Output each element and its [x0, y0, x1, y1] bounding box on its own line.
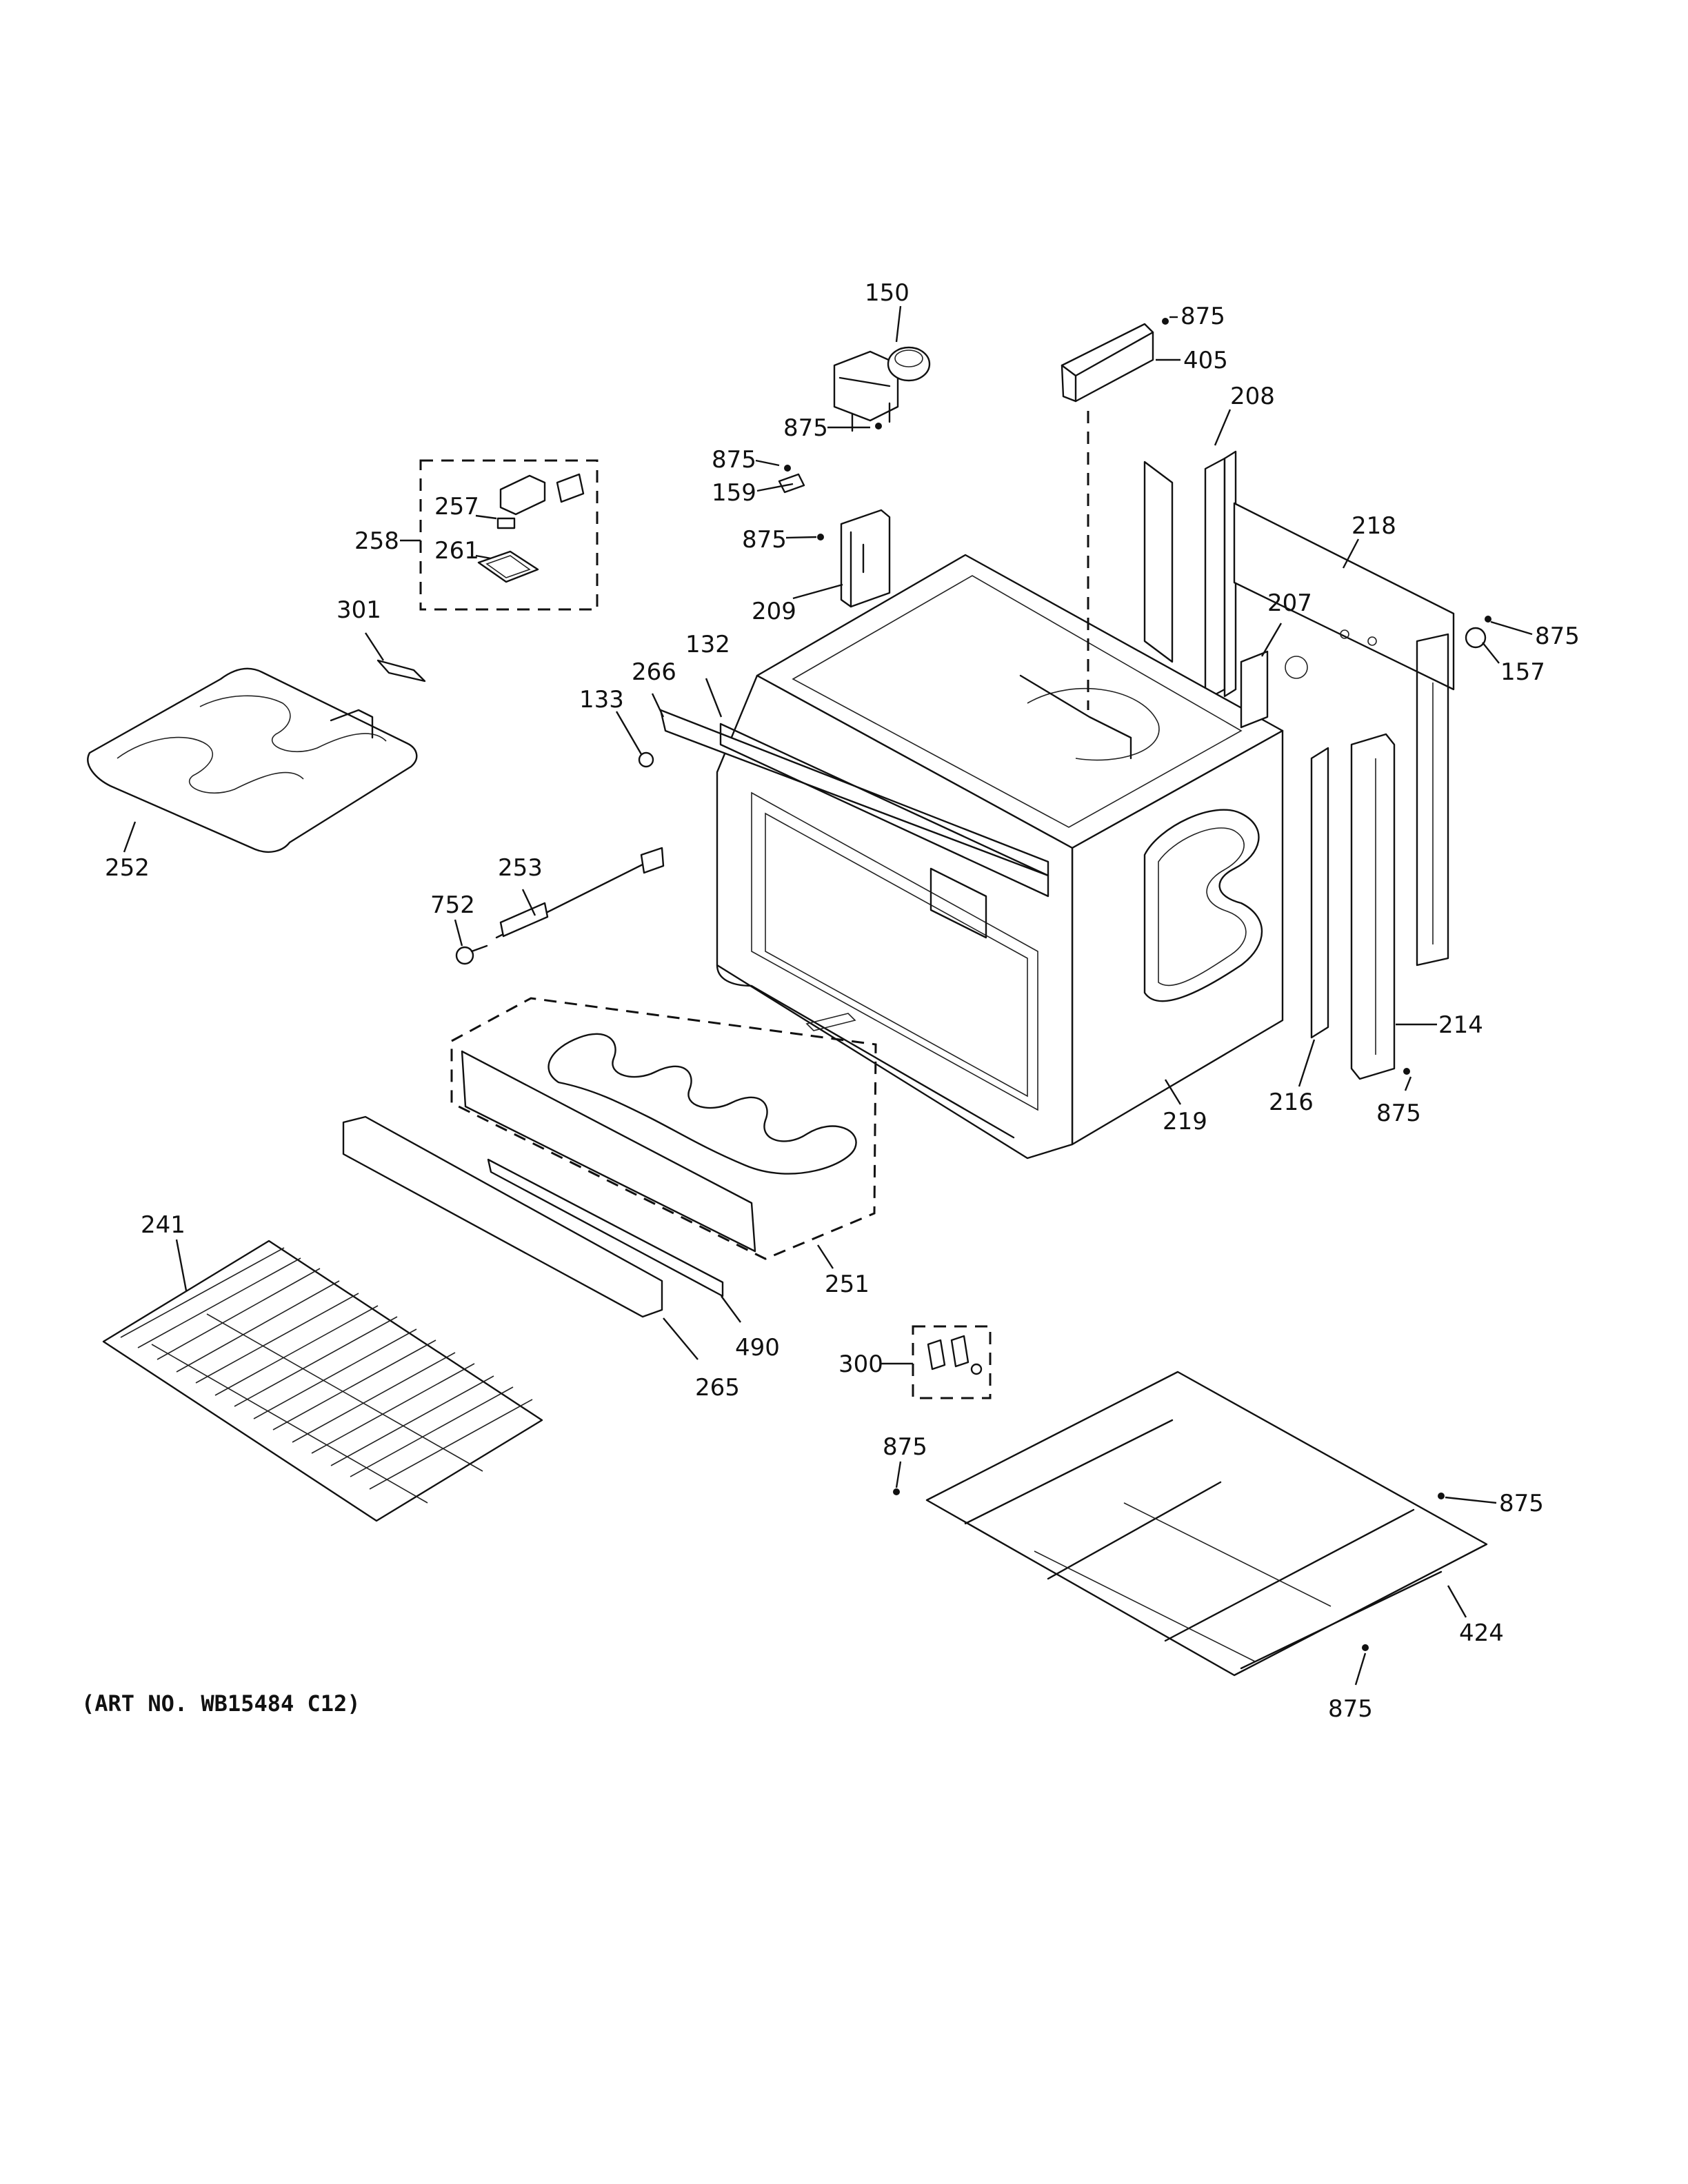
label-214: 214	[1438, 1011, 1483, 1039]
part-424-bottom-tray	[893, 1371, 1488, 1677]
part-300-clips	[927, 1335, 983, 1375]
part-150-motor-assembly	[833, 346, 931, 432]
label-253: 253	[498, 854, 543, 882]
label-875-g: 875	[883, 1433, 927, 1461]
label-208: 208	[1230, 383, 1275, 410]
part-241-oven-rack	[102, 1240, 543, 1522]
label-133: 133	[579, 686, 624, 714]
part-159-sensor	[778, 465, 805, 494]
label-266: 266	[632, 658, 676, 686]
label-157: 157	[1500, 658, 1545, 686]
label-261: 261	[434, 537, 479, 565]
callout-labels: 150 875 405 875 208 875 159 875 209 218 …	[105, 279, 1580, 1723]
part-218-rear-panel	[1233, 502, 1455, 967]
label-209: 209	[752, 598, 796, 625]
label-301: 301	[336, 596, 381, 624]
label-300: 300	[838, 1351, 883, 1378]
part-490-slide-rail	[487, 1158, 724, 1297]
part-253-temperature-sensor	[495, 847, 665, 939]
part-214-side-rail	[1350, 733, 1410, 1080]
part-251-bake-element	[461, 1013, 857, 1253]
part-157-thermostat	[1465, 616, 1491, 649]
art-number: (ART NO. WB15484 C12)	[81, 1690, 361, 1717]
label-218: 218	[1352, 512, 1396, 540]
part-133-plug	[638, 751, 654, 768]
label-875-a: 875	[1180, 303, 1225, 330]
label-875-e: 875	[1535, 623, 1580, 650]
label-258: 258	[354, 527, 399, 555]
label-752: 752	[430, 891, 475, 919]
label-207: 207	[1267, 589, 1312, 617]
label-875-f: 875	[1376, 1100, 1421, 1127]
label-150: 150	[865, 279, 910, 307]
part-261-gasket	[477, 550, 539, 583]
part-208-rear-channel	[1143, 450, 1237, 701]
label-405: 405	[1183, 347, 1228, 374]
label-216: 216	[1269, 1089, 1314, 1116]
label-875-b: 875	[783, 414, 828, 442]
part-132-gasket-frame	[719, 722, 1049, 898]
part-209-bracket	[817, 509, 891, 608]
part-219-oven-cavity	[716, 554, 1284, 1160]
label-875-c: 875	[712, 446, 756, 474]
part-405-bracket	[1061, 318, 1169, 403]
label-257: 257	[434, 493, 479, 520]
part-752-screw	[455, 944, 488, 965]
part-301-bracket	[376, 659, 426, 682]
label-219: 219	[1163, 1108, 1207, 1135]
group-300-dashed-box	[912, 1325, 992, 1399]
label-875-i: 875	[1328, 1695, 1373, 1723]
label-875-d: 875	[742, 526, 787, 554]
label-424: 424	[1459, 1619, 1504, 1647]
part-252-broil-element	[87, 667, 418, 853]
label-265: 265	[695, 1374, 740, 1402]
label-875-h: 875	[1499, 1490, 1544, 1517]
label-251: 251	[825, 1271, 870, 1298]
label-241: 241	[141, 1211, 185, 1239]
label-252: 252	[105, 854, 150, 882]
part-216-side-rail	[1310, 747, 1329, 1039]
label-490: 490	[735, 1334, 780, 1362]
label-132: 132	[685, 631, 730, 658]
label-159: 159	[712, 479, 756, 507]
part-207-bracket	[1240, 650, 1269, 729]
leader-lines	[123, 305, 1533, 1686]
part-257-module	[496, 473, 585, 529]
part-265-deflector	[342, 1115, 663, 1318]
group-258-dashed-box	[419, 459, 599, 611]
group-251-dashed-box	[450, 997, 877, 1260]
